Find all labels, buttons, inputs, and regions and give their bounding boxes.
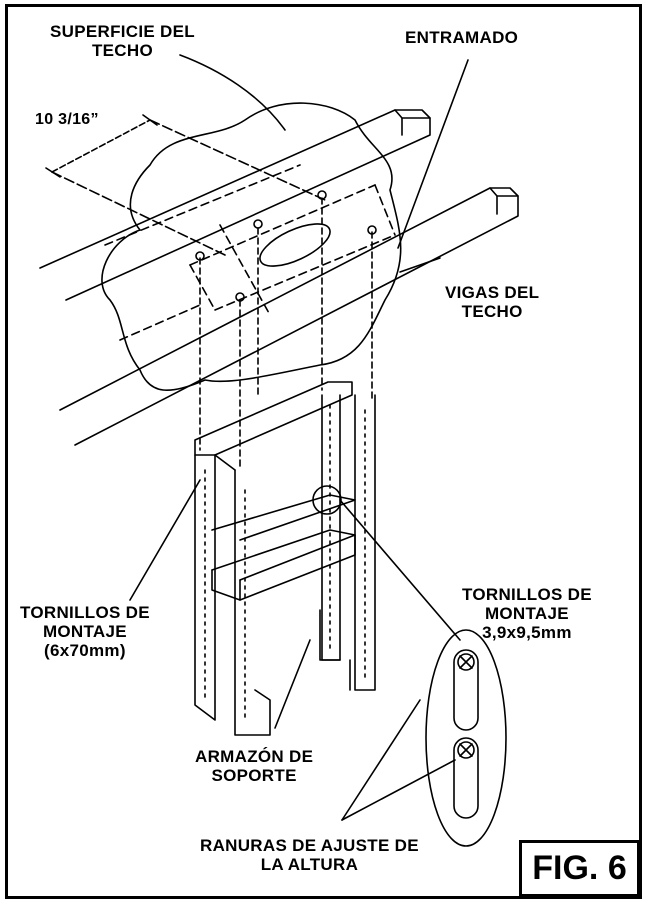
figure-number: FIG. 6: [519, 840, 640, 897]
label-ceiling-surface: SUPERFICIE DEL TECHO: [50, 22, 195, 60]
leader-lines: [129, 54, 469, 821]
detail-callout: [425, 629, 507, 847]
label-framing: ENTRAMADO: [405, 28, 519, 47]
label-ceiling-joists: VIGAS DEL TECHO: [445, 283, 540, 321]
label-support-frame: ARMAZÓN DE SOPORTE: [195, 747, 314, 785]
framing-block: [104, 164, 396, 341]
label-height-slots: RANURAS DE AJUSTE DE LA ALTURA: [200, 836, 419, 874]
figure-border: [5, 4, 642, 899]
screw-heads: [195, 190, 377, 302]
ceiling-opening: [259, 223, 331, 267]
dimension-line: [45, 114, 326, 256]
label-dimension: 10 3/16”: [35, 111, 99, 128]
label-mounting-screws-right: TORNILLOS DE MONTAJE 3,9x9,5mm: [462, 585, 592, 642]
ceiling-joists: [39, 109, 519, 446]
ceiling-surface: [101, 102, 402, 391]
label-mounting-screws-left: TORNILLOS DE MONTAJE (6x70mm): [20, 603, 150, 660]
screw-guide-lines: [199, 197, 373, 471]
support-frame: [194, 381, 376, 736]
